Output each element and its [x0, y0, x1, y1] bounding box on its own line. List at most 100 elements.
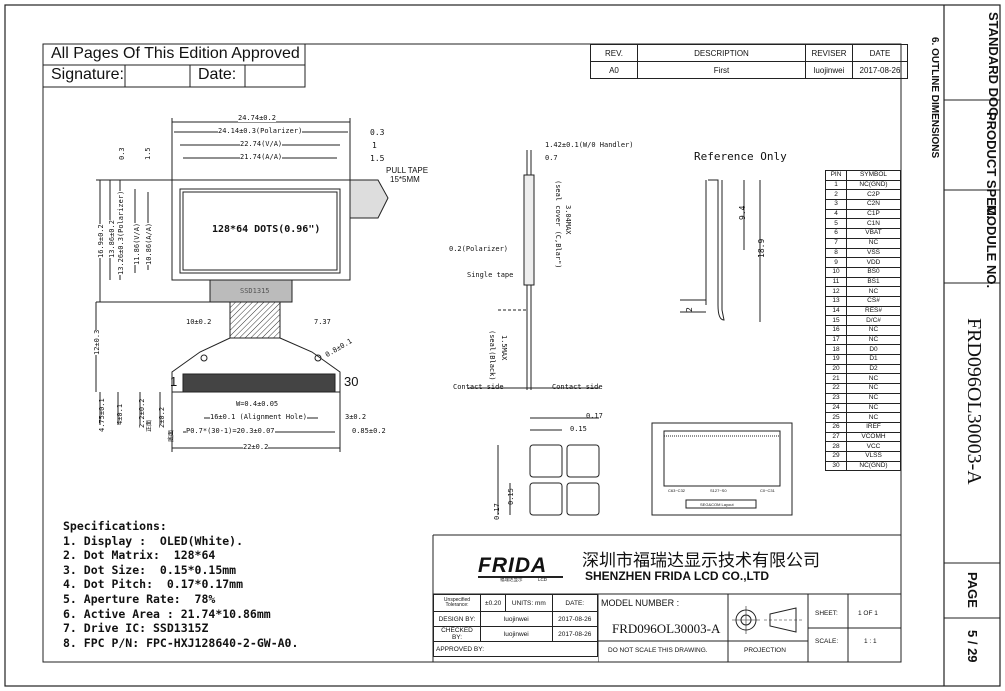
- pin-number: 4: [825, 208, 847, 220]
- dim-4: 4±0.1: [116, 403, 124, 425]
- pin-number: 3: [825, 199, 847, 210]
- pin-symbol: C1P: [846, 208, 901, 220]
- model-number: FRD096OL30003-A: [612, 621, 721, 636]
- company-name-en: SHENZHEN FRIDA LCD CO.,LTD: [585, 569, 769, 583]
- model-label: MODEL NUMBER :: [601, 598, 680, 608]
- ref-dim-2: 2: [685, 307, 694, 312]
- pin-symbol: C2N: [846, 199, 901, 210]
- pin-header: PIN: [825, 170, 847, 181]
- display-label: 128*64 DOTS(0.96"): [212, 224, 321, 235]
- dim-1: 1: [372, 141, 377, 150]
- pin-symbol: NC(GND): [846, 460, 901, 472]
- pin-end-label: 30: [344, 374, 359, 389]
- dim-overall-width: 24.74±0.2: [238, 114, 276, 122]
- side-polarizer: 0.2(Polarizer): [449, 245, 509, 253]
- pin-number: 9: [825, 257, 847, 268]
- layout-c0: C0~C31: [760, 488, 775, 493]
- pin-number: 7: [825, 237, 847, 249]
- dim-7-37: 7.37: [314, 318, 331, 326]
- pin-number: 25: [825, 412, 847, 423]
- contact-side-right: Contact side: [552, 383, 603, 391]
- dim-22: 22±0.2: [243, 443, 269, 451]
- dim-aa-width: 21.74(A/A): [240, 153, 283, 161]
- date-col-label: DATE:: [551, 594, 599, 612]
- check-date: 2017-08-26: [551, 626, 599, 642]
- dim-fpc-height: 12±0.3: [93, 329, 101, 355]
- pin-symbol: BS0: [846, 266, 901, 278]
- projection-symbol-icon: [732, 606, 802, 634]
- title-block-left: Unspecified Tolerance: ±0.20 UNITS: mm D…: [433, 594, 599, 657]
- pin-symbol: NC: [846, 334, 901, 346]
- pin-symbol: NC: [846, 402, 901, 414]
- pin-symbol: D1: [846, 354, 901, 365]
- pin-number: 17: [825, 334, 847, 346]
- dim-glass-height: 13.86±0.2: [108, 220, 116, 258]
- pin-number: 22: [825, 383, 847, 394]
- scale-value: 1 : 1: [864, 638, 877, 645]
- ref-dim-18-9: 18.9: [757, 238, 766, 258]
- layout-title: SEG&COM Layout: [700, 502, 734, 507]
- pin-number: 5: [825, 218, 847, 230]
- dim-left-0-3: 0.3: [118, 147, 126, 160]
- pin-symbol: C1N: [846, 218, 901, 230]
- checker-name: luojinwei: [480, 626, 553, 642]
- company-logo: FRIDA 福瑞达显示 LCD: [478, 555, 563, 583]
- approval-title: All Pages Of This Edition Approved: [51, 45, 300, 62]
- pin-start-label: 1: [170, 374, 178, 389]
- pin-symbol: NC: [846, 412, 901, 423]
- pin-number: 14: [825, 305, 847, 317]
- dim-va-height: 11.86(V/A): [133, 222, 141, 265]
- pin-number: 19: [825, 354, 847, 365]
- side-dim-1-5max: 1.5MAX: [500, 335, 508, 361]
- module-number: FRD096OL30003-A: [963, 318, 985, 485]
- logo-sub: 福瑞达显示: [500, 577, 523, 582]
- reference-only: Reference Only: [694, 150, 787, 163]
- layout-s127: S127~S0: [710, 488, 727, 493]
- pull-tape-label: PULL TAPE: [386, 166, 429, 175]
- design-label: DESIGN BY:: [433, 611, 481, 627]
- dim-alignment: 16±0.1 (Alignment Hole): [210, 413, 307, 421]
- page-value: 5 / 29: [965, 630, 980, 663]
- projection-label: PROJECTION: [744, 647, 786, 654]
- signature-label: Signature:: [51, 66, 124, 83]
- rev-header: REV.: [590, 44, 638, 62]
- layout-c63: C63~C32: [668, 488, 686, 493]
- scale-label: SCALE:: [815, 638, 839, 645]
- pin-number: 16: [825, 325, 847, 336]
- pin-number: 26: [825, 421, 847, 433]
- dim-2: 2±0.2: [158, 406, 166, 428]
- dot-dim-pitch-v: 0.17: [493, 503, 501, 520]
- standard-doc-label: STANDARD DOC.: [986, 12, 1001, 121]
- ref-dim-9-4: 9.4: [738, 205, 747, 220]
- side-seal-cover: (seal cover (C,Blar"): [554, 180, 562, 269]
- pin-number: 12: [825, 286, 847, 297]
- dim-0-3: 0.3: [370, 128, 385, 137]
- cn-bottom: 底面: [169, 429, 175, 442]
- pin-number: 8: [825, 247, 847, 259]
- product-spec-label: PRODUCT SPEC.: [984, 112, 999, 219]
- side-dim-3-04: 3.04MAX: [564, 205, 572, 235]
- side-dim-0-7: 0.7: [545, 154, 558, 162]
- dim-1-5: 1.5: [370, 154, 385, 163]
- spec-item: 5. Aperture Rate: 78%: [63, 591, 216, 606]
- dim-0-85: 0.85±0.2: [352, 427, 386, 435]
- logo-text: FRIDA: [478, 555, 563, 578]
- pin-symbol: NC: [846, 373, 901, 385]
